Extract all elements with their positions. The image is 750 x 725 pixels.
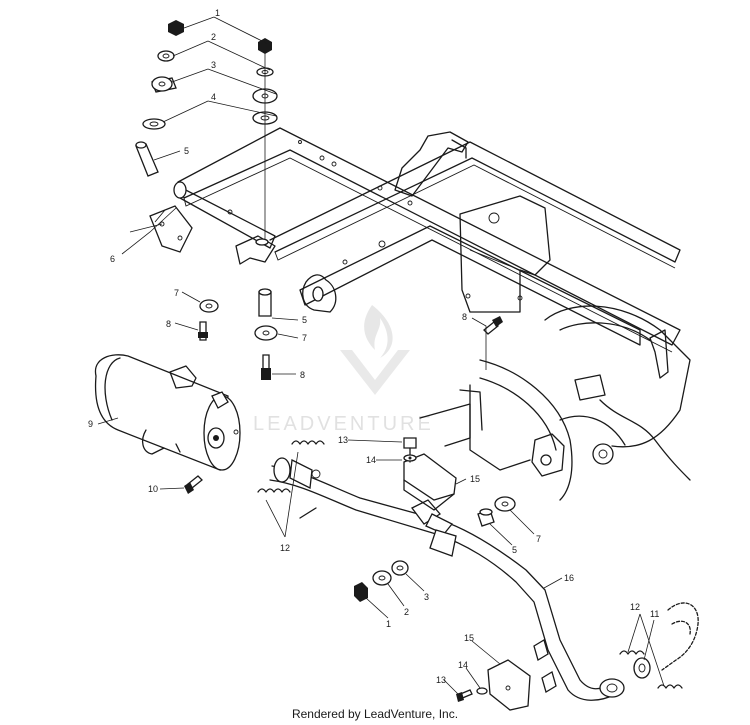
washer-large-left [142,118,166,130]
leader-lines [97,16,665,695]
callout-9: 9 [88,419,93,429]
mount-plate [149,205,193,253]
callout-6: 6 [110,254,115,264]
watermark-v-icon [340,350,410,395]
bolt-8-right [483,316,503,335]
left-mount-stack [135,20,219,341]
frame-assembly [173,127,691,501]
callout-5-mid: 5 [302,315,307,325]
callout-7-mid: 7 [302,333,307,343]
callout-13-upper: 13 [338,435,348,445]
callout-8-right: 8 [462,312,467,322]
springs-left [257,440,325,493]
callout-5-lower: 5 [512,545,517,555]
bushing-7-center [254,325,278,341]
lower-left-hardware [354,560,409,602]
footer-credit: Rendered by LeadVenture, Inc. [291,707,459,721]
callout-labels: 1 2 3 4 5 6 7 8 5 7 8 8 9 10 12 13 14 15… [88,8,659,685]
bracket-15-lower [456,659,531,711]
callout-4-top: 4 [211,92,216,102]
watermark-brand: LEADVENTURE [253,413,434,435]
washer-left [157,50,175,62]
callout-14-upper: 14 [366,455,376,465]
callout-1-lower: 1 [386,619,391,629]
lower-bushings [477,496,516,527]
callout-10: 10 [148,484,158,494]
callout-3-lower: 3 [424,592,429,602]
callout-2-top: 2 [211,32,216,42]
callout-15-lower: 15 [464,633,474,643]
callout-7-lower: 7 [536,534,541,544]
bracket-15-upper [403,437,457,511]
callout-14-lower: 14 [458,660,468,670]
callout-15-upper: 15 [470,474,480,484]
exhaust-pipe [269,457,625,701]
callout-1-top: 1 [215,8,220,18]
center-mount-stack [252,38,278,380]
callout-5-top: 5 [184,146,189,156]
watermark: LEADVENTURE [253,305,434,435]
callout-7-left: 7 [174,288,179,298]
callout-13-lower: 13 [436,675,446,685]
callout-3-top: 3 [211,60,216,70]
callout-12-right: 12 [630,602,640,612]
muffler [94,354,241,471]
bolt-10 [184,475,203,494]
callout-2-lower: 2 [404,607,409,617]
nut-left [168,20,184,36]
callout-12-left: 12 [280,543,290,553]
watermark-flame-icon [364,305,393,358]
bushing-7-left [199,299,219,313]
callout-16: 16 [564,573,574,583]
callout-8-left: 8 [166,319,171,329]
callout-8-mid: 8 [300,370,305,380]
callout-11: 11 [650,609,659,619]
springs-right [619,602,699,689]
